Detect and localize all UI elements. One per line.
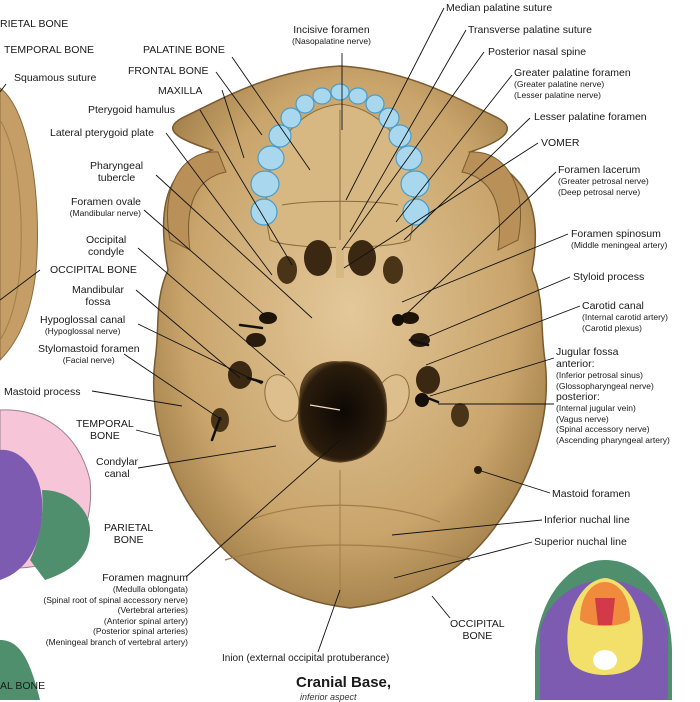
teeth-row [250,83,430,226]
label-lesser-palatine-foramen: Lesser palatine foramen [534,111,647,123]
label-pharyngeal-tubercle: Pharyngeal tubercle [90,160,144,184]
label-greater-palatine-foramen: Greater palatine foramen (Greater palati… [514,67,631,100]
label-inion: Inion (external occipital protuberance) [222,653,390,664]
label-foramen-lacerum: Foramen lacerum (Greater petrosal nerve)… [558,164,649,197]
label-mastoid-foramen: Mastoid foramen [552,488,631,500]
label-hypoglossal-canal: Hypoglossal canal (Hypoglossal nerve) [40,314,126,336]
label-incisive-foramen: Incisive foramen (Nasopalatine nerve) [292,24,371,46]
label-stylomastoid-foramen: Stylomastoid foramen (Facial nerve) [38,343,140,365]
label-transverse-palatine-suture: Transverse palatine suture [468,24,592,36]
label-maxilla: MAXILLA [158,85,203,97]
label-occipital-bone-right: OCCIPITAL BONE [450,618,505,642]
label-palatine-bone: PALATINE BONE [143,44,225,56]
lateral-skull-fragment [0,87,38,361]
label-frontal-bone: FRONTAL BONE [128,65,209,77]
label-occipital-bone-left: OCCIPITAL BONE [50,264,137,276]
left-color-inset [0,409,92,700]
leader-lines [0,7,581,653]
label-superior-nuchal-line: Superior nuchal line [534,536,627,548]
label-lateral-pterygoid-plate: Lateral pterygoid plate [50,127,154,139]
foramen-magnum-shape [298,361,388,463]
label-foramen-magnum: Foramen magnum (Medulla oblongata) (Spin… [43,572,188,647]
label-inferior-nuchal-line: Inferior nuchal line [544,514,630,526]
label-foramen-spinosum: Foramen spinosum (Middle meningeal arter… [571,228,668,250]
label-styloid-process: Styloid process [573,271,645,283]
label-vomer: VOMER [541,137,580,149]
label-posterior-nasal-spine: Posterior nasal spine [488,46,587,58]
caption-title: Cranial Base, [296,674,392,691]
label-condylar-canal: Condylar canal [96,456,139,480]
label-median-palatine-suture: Median palatine suture [446,2,553,14]
label-mastoid-process: Mastoid process [4,386,81,398]
label-temporal-bone-mid: TEMPORAL BONE [76,418,134,442]
label-foramen-ovale: Foramen ovale (Mandibular nerve) [69,196,141,218]
label-parietal-bone-bottom: AL BONE [0,680,46,692]
label-parietal-bone-top: RIETAL BONE [0,18,69,30]
label-carotid-canal: Carotid canal (Internal carotid artery) … [582,300,668,333]
cranial-base-shape [152,65,548,609]
caption-subtitle: inferior aspect [300,692,357,702]
label-jugular-fossa: Jugular fossa anterior: (Inferior petros… [556,346,670,445]
label-pterygoid-hamulus: Pterygoid hamulus [88,104,175,116]
label-parietal-bone-mid: PARIETAL BONE [104,522,154,546]
right-color-inset [535,560,672,700]
label-mandibular-fossa: Mandibular fossa [72,284,124,308]
label-occipital-condyle: Occipital condyle [86,234,127,258]
label-squamous-suture: Squamous suture [14,72,97,84]
label-temporal-bone-top: TEMPORAL BONE [4,44,95,56]
zygomatic-arch-right [461,151,522,251]
